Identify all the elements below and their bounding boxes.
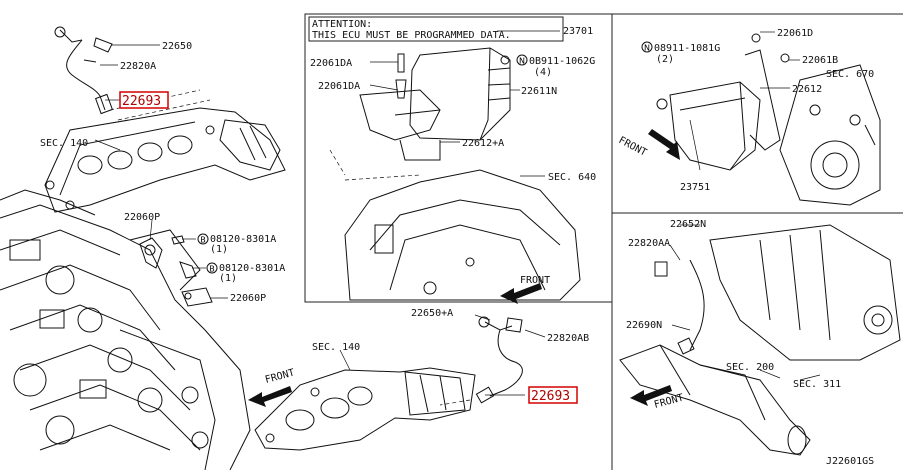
bolt-part-number-1: 08120-8301A: [210, 234, 276, 245]
nut-part-number: 0B911-1062G: [529, 56, 595, 67]
front-arrow-icon: [500, 283, 542, 304]
front-arrow-icon: [248, 386, 292, 407]
part-label-22820ab: 22820AB: [547, 333, 589, 344]
engine-block-drawing: [0, 189, 251, 470]
firewall-panel-drawing: [329, 149, 581, 301]
panel-frames: [304, 13, 903, 470]
part-label-23701: 23701: [563, 26, 593, 37]
part-label-22061da-1: 22061DA: [310, 58, 352, 69]
section-ref-140-low: SEC. 140: [312, 342, 360, 353]
part-highlight-box: [528, 386, 578, 404]
bolt-part-number-2: 08120-8301A: [219, 263, 285, 274]
ecm-bracket-drawing: [656, 33, 881, 206]
lower-exhaust-manifold: [254, 367, 476, 451]
n-circle-icon: N: [641, 41, 653, 53]
part-label-22061da-2: 22061DA: [318, 81, 360, 92]
ecu-bolts: [395, 53, 510, 99]
section-ref-670: SEC. 670: [826, 69, 874, 80]
part-label-22652n: 22652N: [670, 219, 706, 230]
part-label-22060p-low: 22060P: [230, 293, 266, 304]
nut-qty: (4): [534, 67, 552, 78]
svg-text:N: N: [644, 44, 650, 53]
part-label-22061d: 22061D: [777, 28, 813, 39]
catalyst-exhaust-drawing: [619, 224, 901, 456]
front-label-left: FRONT: [264, 367, 296, 385]
attention-box: [308, 16, 564, 42]
b-circle-icon: B: [197, 233, 209, 245]
camshaft-sensor-parts: [139, 235, 213, 307]
diagram-code: J22601GS: [826, 456, 874, 467]
section-ref-640: SEC. 640: [548, 172, 596, 183]
part-label-22690n: 22690N: [626, 320, 662, 331]
bolt-qty-2: (1): [219, 273, 237, 284]
part-label-22693-low[interactable]: 22693: [531, 389, 570, 404]
svg-text:B: B: [209, 265, 215, 274]
front-label-right: FRONT: [617, 135, 649, 159]
lower-o2-sensor: [439, 316, 523, 406]
ecu-module-drawing: [359, 47, 511, 161]
front-arrow-icon: [630, 385, 672, 406]
section-ref-311: SEC. 311: [793, 379, 841, 390]
section-ref-140-top: SEC. 140: [40, 138, 88, 149]
leader-lines: [94, 30, 821, 396]
labels: ATTENTION: THIS ECU MUST BE PROGRAMMED D…: [40, 16, 874, 467]
attention-heading: ATTENTION:: [312, 19, 372, 30]
n-circle-icon: N: [516, 54, 528, 66]
bolt-qty-1: (1): [210, 244, 228, 255]
part-label-22650a: 22650+A: [411, 308, 453, 319]
front-arrow-icon: [648, 129, 680, 160]
part-label-22061b: 22061B: [802, 55, 838, 66]
upper-exhaust-manifold: [44, 107, 286, 213]
part-label-22612: 22612: [792, 84, 822, 95]
nut2-qty: (2): [656, 54, 674, 65]
part-label-22820aa: 22820AA: [628, 238, 670, 249]
part-label-22611n: 22611N: [521, 86, 557, 97]
svg-text:N: N: [519, 57, 525, 66]
section-ref-200: SEC. 200: [726, 362, 774, 373]
part-highlight-box: [119, 91, 169, 109]
part-label-22060p-top: 22060P: [124, 212, 160, 223]
svg-text:B: B: [200, 236, 206, 245]
part-label-22650: 22650: [162, 41, 192, 52]
part-label-22693-top[interactable]: 22693: [122, 94, 161, 109]
b-circle-icon: B: [206, 262, 218, 274]
part-label-22820a: 22820A: [120, 61, 156, 72]
nut2-part-number: 08911-1081G: [654, 43, 720, 54]
part-label-23751: 23751: [680, 182, 710, 193]
attention-text: THIS ECU MUST BE PROGRAMMED DATA.: [312, 30, 511, 41]
part-label-22612a: 22612+A: [462, 138, 504, 149]
front-label-mid: FRONT: [520, 275, 550, 286]
